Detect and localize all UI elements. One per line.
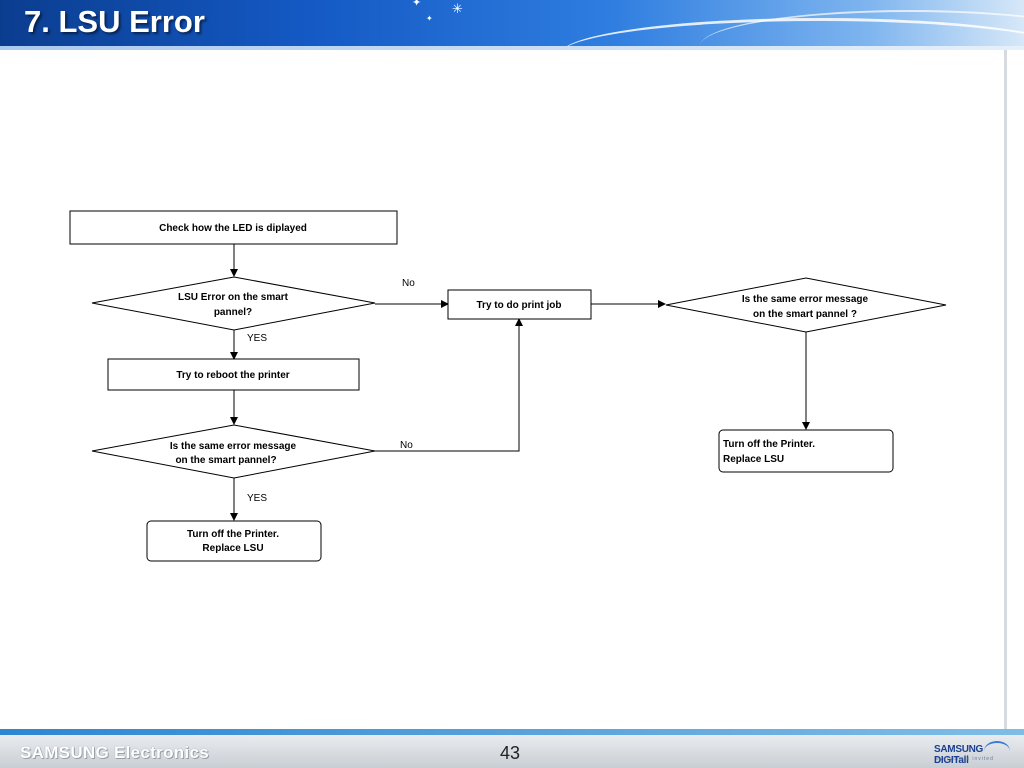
header-underline (0, 46, 1024, 50)
brand-samsung-electronics: SAMSUNG Electronics (20, 743, 209, 762)
sparkle-icon: ✦ (426, 14, 433, 23)
node-print-job-label: Try to do print job (477, 300, 562, 311)
node-reboot-printer: Try to reboot the printer (107, 358, 360, 391)
sparkle-icon: ✦ (412, 0, 422, 9)
title-banner: ✦ ✳ ✦ 7. LSU Error (0, 0, 1024, 46)
edge-label-yes: YES (247, 493, 267, 504)
node-replace-lsu-right: Turn off the Printer. Replace LSU (718, 429, 894, 473)
decision-same-error-left-line1: Is the same error message (170, 441, 297, 452)
footer: SAMSUNG Electronics 43 SAMSUNG DIGITall … (0, 735, 1024, 768)
logo-subtext: everyone's invited (936, 756, 994, 762)
decision-same-error-right-line2: on the smart pannel ? (753, 309, 857, 320)
decision-lsu-error: LSU Error on the smart pannel? (91, 276, 376, 331)
node-replace-right-line2: Replace LSU (723, 454, 784, 465)
lsu-error-flowchart: No YES No YES Check how the LED is dipla… (69, 210, 947, 562)
sparkle-icon: ✳ (452, 2, 463, 17)
edge-label-yes: YES (247, 333, 267, 344)
decision-same-error-left: Is the same error message on the smart p… (91, 424, 376, 479)
decision-same-error-left-line2: on the smart pannel? (175, 455, 276, 466)
decision-lsu-error-line1: LSU Error on the smart (178, 292, 289, 303)
node-check-led-label: Check how the LED is diplayed (159, 223, 307, 234)
samsung-digitall-logo: SAMSUNG DIGITall everyone's invited (930, 741, 1012, 766)
page-number: 43 (500, 743, 521, 763)
node-check-led: Check how the LED is diplayed (69, 210, 398, 245)
edge-label-no: No (400, 440, 413, 451)
node-print-job: Try to do print job (447, 289, 592, 320)
node-replace-left-line1: Turn off the Printer. (187, 529, 279, 540)
edge-label-no: No (402, 278, 415, 289)
node-replace-right-line1: Turn off the Printer. (723, 439, 815, 450)
edge-same-error-no-to-print-job (375, 318, 523, 452)
logo-text: SAMSUNG DIGITall (934, 744, 984, 766)
decision-same-error-right: Is the same error message on the smart p… (665, 277, 947, 333)
decision-lsu-error-line2: pannel? (214, 307, 252, 318)
page-title: 7. LSU Error (24, 4, 205, 39)
footer-band (0, 729, 1024, 735)
logo-swoosh-icon (984, 741, 1010, 761)
node-replace-left-line2: Replace LSU (202, 543, 263, 554)
banner-swoosh (700, 10, 1024, 46)
node-replace-lsu-left: Turn off the Printer. Replace LSU (146, 520, 322, 562)
decision-same-error-right-line1: Is the same error message (742, 294, 869, 305)
node-reboot-label: Try to reboot the printer (176, 370, 289, 381)
